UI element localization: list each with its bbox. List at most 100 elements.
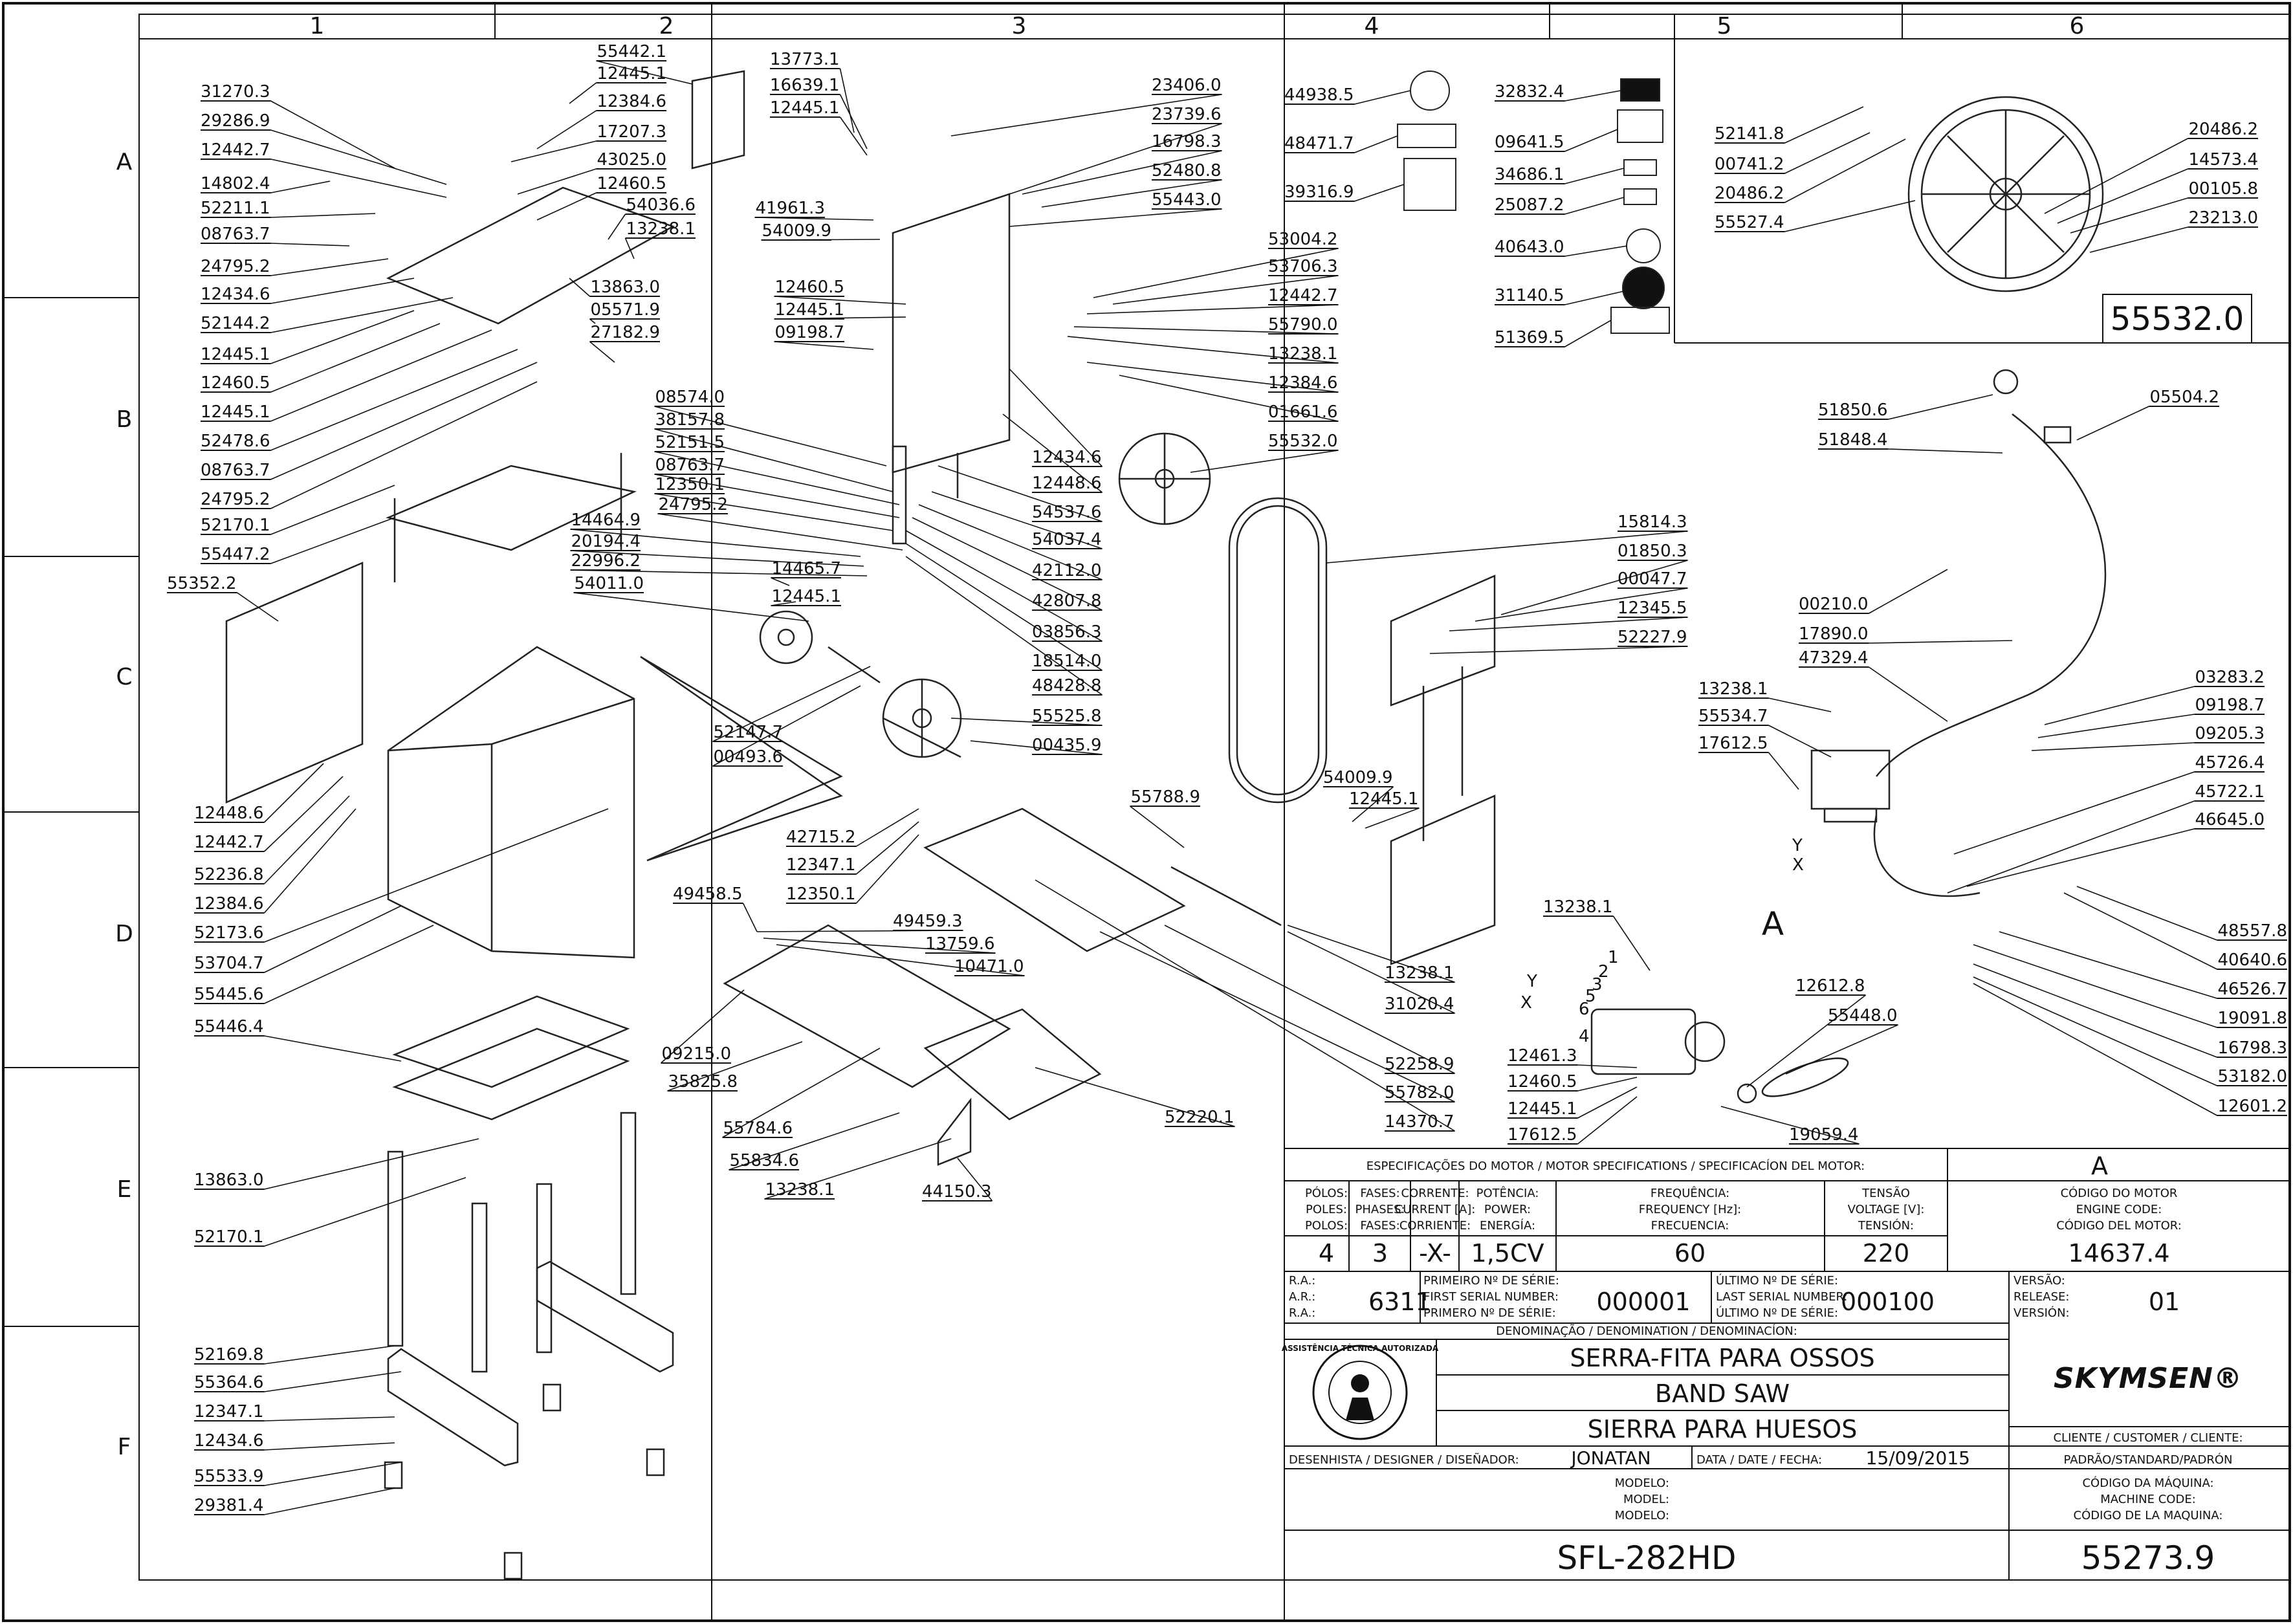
callout-label: 52478.6 bbox=[201, 432, 270, 451]
callout-label: 52480.8 bbox=[1152, 161, 1222, 181]
callout-label-leader bbox=[774, 296, 906, 305]
callout-label-leader bbox=[1190, 450, 1339, 473]
carriage bbox=[723, 924, 1011, 1088]
callout-label-leader bbox=[1577, 1096, 1638, 1145]
callout-label-leader bbox=[1041, 179, 1222, 208]
callouts-electrical: 51850.651848.405504.200210.017890.047329… bbox=[1698, 388, 2287, 1116]
callout-label-leader bbox=[1287, 931, 1455, 1014]
callout-label-leader bbox=[1612, 916, 1651, 971]
callout-label-leader bbox=[764, 1138, 952, 1200]
callout-label: 09641.5 bbox=[1495, 133, 1564, 152]
callout-label-leader bbox=[270, 310, 415, 364]
spec-value: 3 bbox=[1372, 1239, 1388, 1267]
callout-label: 08763.7 bbox=[655, 455, 725, 475]
callout-label-leader bbox=[1746, 994, 1866, 1088]
callout-label: 12347.1 bbox=[194, 1402, 264, 1421]
callout-label: 52227.9 bbox=[1618, 628, 1687, 647]
callout-label-leader bbox=[1784, 200, 1916, 232]
callouts-lower: 42715.212347.112350.149458.549459.313759… bbox=[660, 512, 1688, 1202]
spec-label: FASES: bbox=[1360, 1187, 1399, 1200]
callout-label: 47329.4 bbox=[1799, 648, 1869, 668]
callout-label-leader bbox=[1577, 1077, 1638, 1092]
grid-row-label: A bbox=[116, 149, 133, 175]
inset-box bbox=[1674, 14, 2290, 344]
callout-label-leader bbox=[1999, 931, 2217, 999]
column-bar bbox=[892, 445, 907, 545]
belt bbox=[1761, 1057, 1849, 1097]
callout-label: 51850.6 bbox=[1818, 401, 1888, 420]
date-label: DATA / DATE / FECHA: bbox=[1696, 1453, 1822, 1467]
callout-label-leader bbox=[654, 474, 900, 518]
sliding-table bbox=[923, 807, 1186, 952]
callout-label: 12460.5 bbox=[201, 373, 270, 393]
callout-label-leader bbox=[1888, 394, 1993, 420]
callout-label-leader bbox=[589, 318, 596, 324]
motor-wire-label: 6 bbox=[1579, 1000, 1590, 1019]
band-blade bbox=[1228, 497, 1328, 804]
callout-label: 55352.2 bbox=[167, 574, 237, 593]
callout-label-leader bbox=[264, 1487, 395, 1515]
callout-label: 09215.0 bbox=[661, 1044, 731, 1064]
callout-label-leader bbox=[1067, 336, 1339, 364]
model-label-2: MODELO: bbox=[1615, 1509, 1669, 1522]
callout-label-leader bbox=[1112, 275, 1339, 305]
machine-code: 55273.9 bbox=[2081, 1539, 2215, 1577]
callout-label-leader bbox=[270, 329, 492, 422]
callout-label: 45722.1 bbox=[2195, 782, 2265, 802]
callout-label: 15814.3 bbox=[1618, 512, 1687, 532]
callout-label-leader bbox=[2076, 406, 2149, 441]
grid-column-label: 6 bbox=[2070, 13, 2085, 39]
callout-label-leader bbox=[517, 168, 597, 195]
callout-label-leader bbox=[950, 94, 1222, 137]
callout-label: 43025.0 bbox=[597, 150, 666, 170]
callout-label-leader bbox=[1577, 1064, 1638, 1068]
callout-label: 24795.2 bbox=[201, 490, 270, 509]
callout-label: 54037.4 bbox=[1032, 530, 1102, 549]
spec-label: FREQUÊNCIA: bbox=[1651, 1186, 1729, 1200]
callout-label-leader bbox=[1768, 752, 1799, 790]
callout-label: 17612.5 bbox=[1508, 1125, 1577, 1145]
callout-label: 53704.7 bbox=[194, 954, 264, 973]
callout-label-leader bbox=[264, 1371, 402, 1392]
spec-label: PÓLOS: bbox=[1305, 1186, 1348, 1200]
callout-label: 13773.1 bbox=[770, 50, 840, 69]
callout-label: 35825.8 bbox=[668, 1072, 738, 1092]
callout-label: 12460.5 bbox=[1508, 1072, 1577, 1092]
callout-label: 13238.1 bbox=[1268, 344, 1338, 364]
callout-label: 12460.5 bbox=[597, 174, 666, 193]
last-serial-label-0: ÚLTIMO Nº DE SÉRIE: bbox=[1716, 1273, 1838, 1288]
callout-label: 27182.9 bbox=[590, 323, 660, 342]
callout-label-leader bbox=[2031, 742, 2195, 751]
callout-label: 19091.8 bbox=[2217, 1009, 2287, 1028]
callout-label-leader bbox=[1073, 326, 1339, 335]
callout-label-leader bbox=[1086, 304, 1339, 314]
callout-label: 12384.6 bbox=[1268, 373, 1338, 393]
motor-wire-label: 3 bbox=[1592, 975, 1603, 994]
callout-label-leader bbox=[569, 82, 597, 104]
grid-column-label: 3 bbox=[1012, 13, 1027, 39]
callout-label-leader bbox=[270, 243, 350, 247]
callout-label-leader bbox=[667, 1041, 803, 1092]
spec-label: POLES: bbox=[1306, 1203, 1347, 1216]
callout-label: 49459.3 bbox=[893, 912, 963, 931]
callout-label: 48428.8 bbox=[1032, 676, 1102, 696]
leg bbox=[387, 1150, 404, 1347]
version-label-0: VERSÃO: bbox=[2013, 1273, 2065, 1288]
callout-label-leader bbox=[1768, 697, 1832, 712]
callout-label: 55364.6 bbox=[194, 1373, 264, 1392]
motor-wire-label: Y bbox=[1526, 972, 1537, 991]
callout-label-leader bbox=[1093, 248, 1339, 298]
callout-label-leader bbox=[264, 925, 434, 1004]
callout-label-leader bbox=[264, 905, 402, 973]
callout-label: 12461.3 bbox=[1508, 1046, 1577, 1066]
callout-label-leader bbox=[839, 68, 855, 133]
callout-label: 53004.2 bbox=[1268, 230, 1338, 249]
spec-label: PHASES: bbox=[1355, 1203, 1405, 1216]
callout-label: 44938.5 bbox=[1284, 85, 1354, 105]
callout-label: 12445.1 bbox=[774, 300, 844, 320]
callout-label-leader bbox=[264, 1035, 402, 1062]
motor-wire-label: 1 bbox=[1608, 948, 1619, 967]
callouts-motor: 13238.112461.312460.512445.117612.512612… bbox=[1508, 897, 1898, 1145]
callout-label: 52220.1 bbox=[1165, 1108, 1234, 1127]
model: SFL-282HD bbox=[1557, 1539, 1736, 1577]
